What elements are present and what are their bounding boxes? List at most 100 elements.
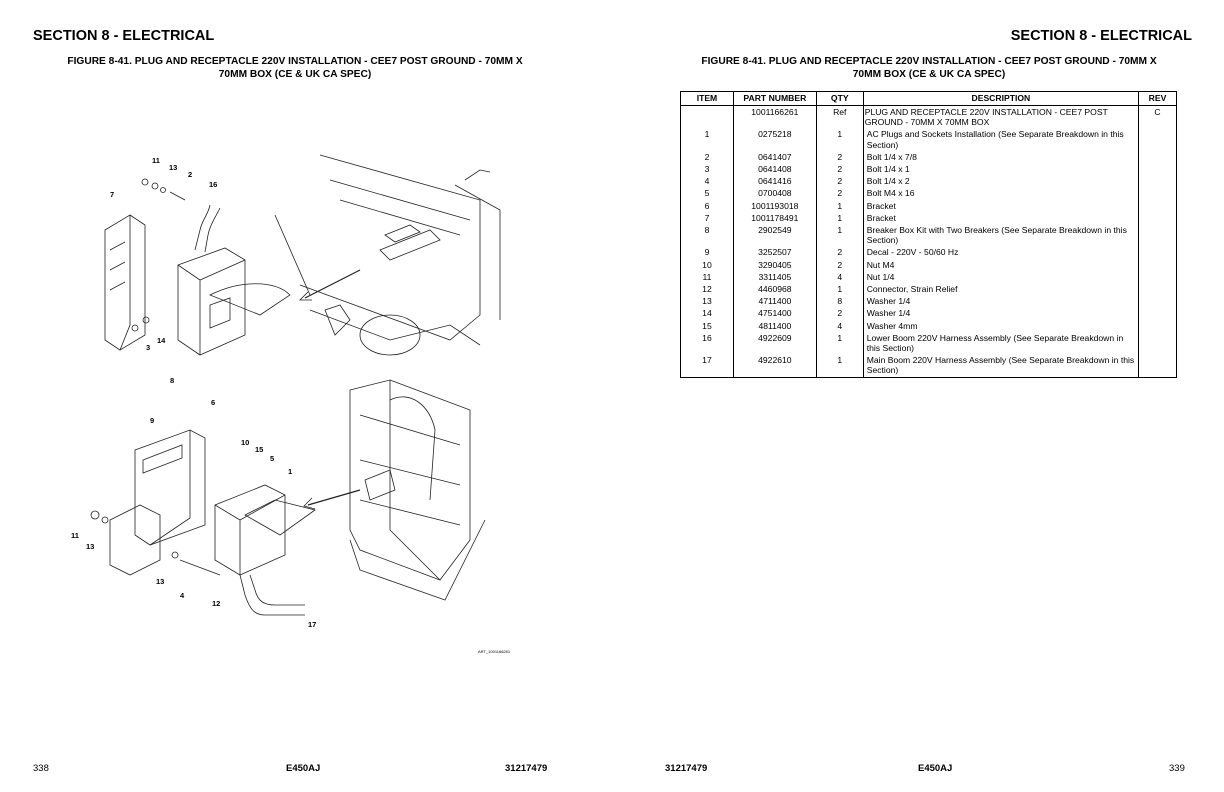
cell-item: 2 xyxy=(680,150,734,164)
cell-description: Lower Boom 220V Harness Assembly (See Se… xyxy=(862,331,1140,355)
header-qty: QTY xyxy=(815,91,864,106)
cell-item: 16 xyxy=(680,331,734,355)
cell-rev xyxy=(1138,319,1177,332)
cell-qty: 1 xyxy=(815,224,864,247)
cell-description: Washer 1/4 xyxy=(862,307,1140,320)
cell-part-number: 1001166261 xyxy=(732,105,817,129)
callout-14: 14 xyxy=(157,336,166,345)
callout-13-lower-a: 13 xyxy=(86,542,94,551)
cell-qty: 2 xyxy=(815,175,864,188)
right-section-title: SECTION 8 - ELECTRICAL xyxy=(1010,28,1192,44)
callout-4: 4 xyxy=(180,591,185,600)
cell-rev xyxy=(1138,211,1177,225)
right-footer-model: E450AJ xyxy=(918,763,953,774)
header-part-number: PART NUMBER xyxy=(732,91,817,106)
cell-description: Nut 1/4 xyxy=(862,270,1140,284)
callout-11-upper: 11 xyxy=(152,156,160,165)
cell-item: 15 xyxy=(680,319,734,332)
cell-qty: Ref xyxy=(815,105,864,129)
receptacle-box-1-drawing xyxy=(90,484,316,616)
cell-part-number: 1001193018 xyxy=(732,199,817,212)
cell-description: Bolt 1/4 x 1 xyxy=(862,163,1140,176)
callout-5: 5 xyxy=(270,454,274,463)
cell-item: 5 xyxy=(680,187,734,200)
left-footer-model: E450AJ xyxy=(286,763,321,774)
cell-part-number: 4811400 xyxy=(732,319,817,332)
cell-part-number: 3252507 xyxy=(732,246,817,259)
cell-rev xyxy=(1138,163,1177,176)
callout-3: 3 xyxy=(146,343,150,352)
cell-part-number: 4711400 xyxy=(732,295,817,308)
cell-rev: C xyxy=(1138,105,1177,129)
cell-description: Washer 4mm xyxy=(862,319,1140,332)
cell-qty: 2 xyxy=(815,163,864,176)
cell-qty: 2 xyxy=(815,187,864,200)
cell-item: 6 xyxy=(680,199,734,212)
callout-17: 17 xyxy=(308,620,316,629)
cell-rev xyxy=(1138,150,1177,164)
callout-2: 2 xyxy=(188,170,192,179)
cell-item: 11 xyxy=(680,270,734,284)
cell-qty: 2 xyxy=(815,246,864,259)
cell-qty: 1 xyxy=(815,128,864,151)
cell-description: Nut M4 xyxy=(862,258,1140,271)
cell-rev xyxy=(1138,175,1177,188)
callout-15: 15 xyxy=(255,445,263,454)
callout-13-lower-b: 13 xyxy=(156,577,164,586)
cell-item: 10 xyxy=(680,258,734,271)
parts-table: ITEM PART NUMBER QTY DESCRIPTION REV 100… xyxy=(680,91,1177,378)
cell-description: Bolt 1/4 x 7/8 xyxy=(862,150,1140,164)
cell-item: 3 xyxy=(680,163,734,176)
cell-part-number: 0275218 xyxy=(732,128,817,151)
cell-qty: 2 xyxy=(815,150,864,164)
cell-rev xyxy=(1138,224,1177,247)
bracket-7-drawing xyxy=(104,214,146,351)
cell-qty: 4 xyxy=(815,270,864,284)
cell-item: 14 xyxy=(680,307,734,320)
cell-rev xyxy=(1138,246,1177,259)
right-figure-title-line1: FIGURE 8-41. PLUG AND RECEPTACLE 220V IN… xyxy=(701,56,1157,67)
header-item: ITEM xyxy=(680,91,734,106)
header-description: DESCRIPTION xyxy=(862,91,1140,106)
cell-qty: 1 xyxy=(815,199,864,212)
callout-9: 9 xyxy=(150,416,154,425)
cell-item xyxy=(680,105,734,129)
exploded-view-illustration: ART_1001166261 11 13 2 16 7 3 14 8 6 9 1… xyxy=(71,154,511,654)
cell-rev xyxy=(1138,354,1177,378)
cell-rev xyxy=(1138,295,1177,308)
left-figure-title-line2: 70MM BOX (CE & UK CA SPEC) xyxy=(218,68,372,80)
cell-description: Decal - 220V - 50/60 Hz xyxy=(862,246,1140,259)
cell-description: Connector, Strain Relief xyxy=(862,283,1140,296)
callout-12: 12 xyxy=(212,599,220,608)
cell-part-number: 4922609 xyxy=(732,331,817,355)
cell-part-number: 2902549 xyxy=(732,224,817,247)
right-page-number: 339 xyxy=(1169,763,1185,774)
cell-item: 13 xyxy=(680,295,734,308)
left-section-title: SECTION 8 - ELECTRICAL xyxy=(33,28,215,44)
callout-8: 8 xyxy=(170,376,174,385)
cell-qty: 1 xyxy=(815,283,864,296)
cell-part-number: 4460968 xyxy=(732,283,817,296)
breaker-box-8-drawing xyxy=(177,204,291,356)
cell-rev xyxy=(1138,331,1177,355)
callout-11-lower: 11 xyxy=(71,531,79,540)
header-rev: REV xyxy=(1138,91,1177,106)
cell-item: 7 xyxy=(680,211,734,225)
cell-description: Main Boom 220V Harness Assembly (See Sep… xyxy=(862,354,1140,378)
cell-qty: 2 xyxy=(815,258,864,271)
cell-part-number: 0641408 xyxy=(732,163,817,176)
cell-qty: 1 xyxy=(815,211,864,225)
callout-10: 10 xyxy=(241,438,249,447)
